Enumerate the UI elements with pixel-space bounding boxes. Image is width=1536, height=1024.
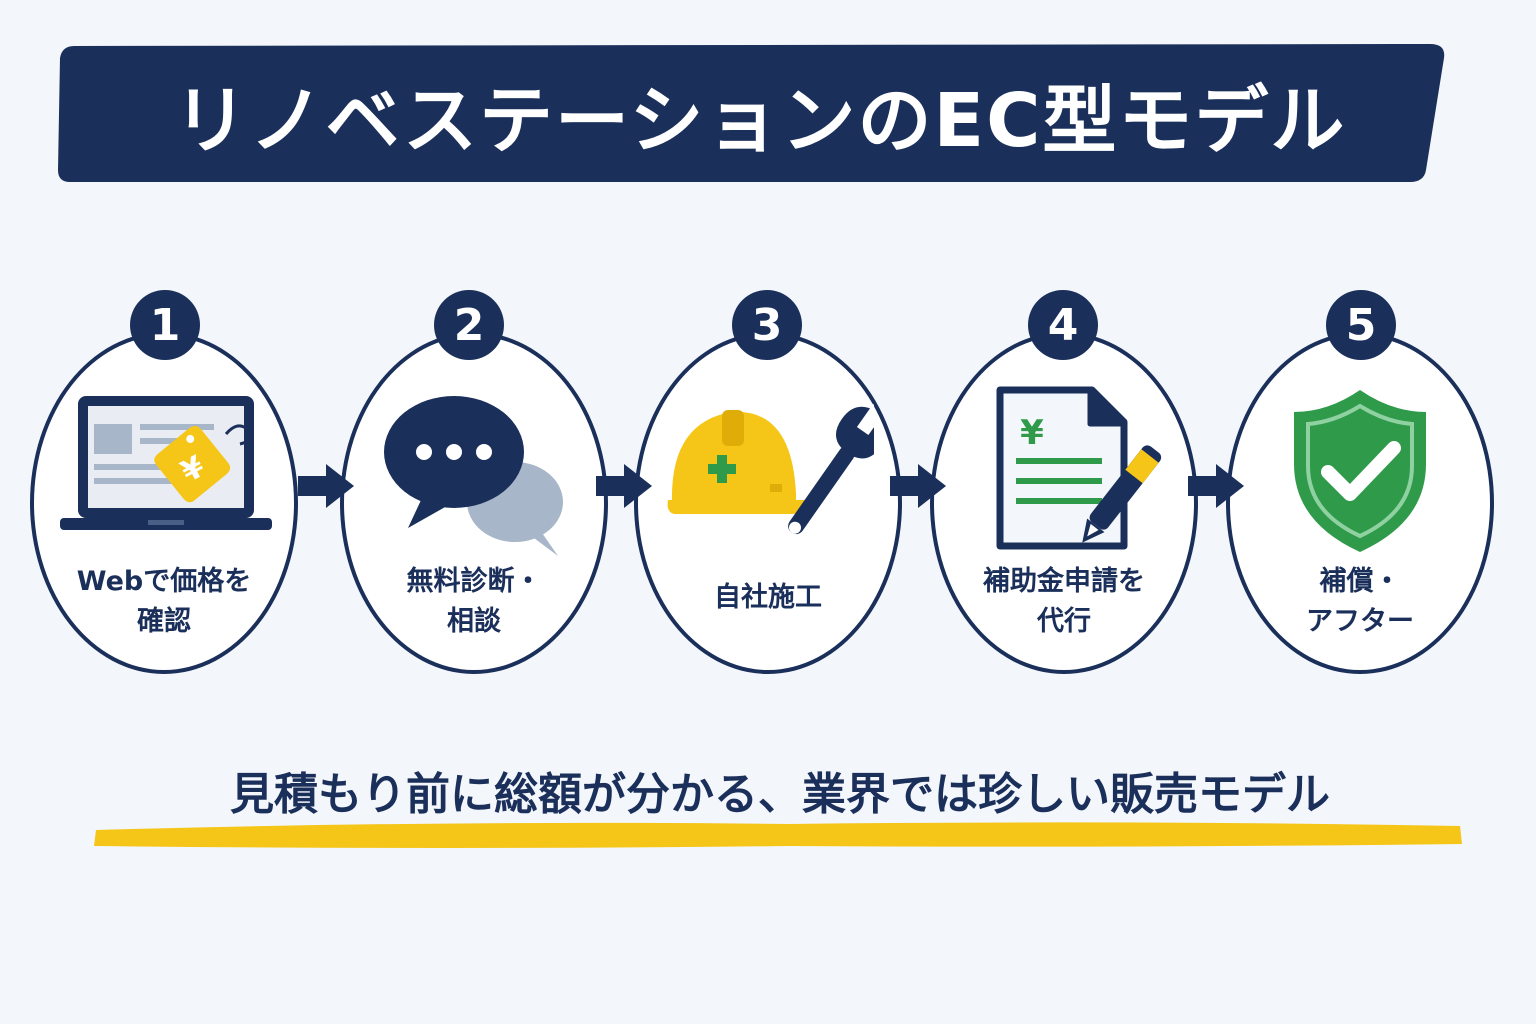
chat-bubbles-icon [384, 396, 563, 556]
process-steps: 1 ¥ Webで価格を 確認 2 [30, 290, 1496, 680]
arrow-right-icon [298, 464, 354, 508]
step-number: 3 [732, 290, 802, 360]
step-number: 4 [1028, 290, 1098, 360]
step-label: 補償・ アフター [1306, 566, 1414, 637]
step-oval [340, 332, 608, 674]
step-label: 自社施工 [714, 582, 822, 613]
step-1: 1 ¥ Webで価格を 確認 [30, 290, 300, 680]
tagline-underline [94, 822, 1462, 848]
step-4: 4 ¥ 補助金申請を 代行 [930, 290, 1200, 680]
shield-check-icon [1294, 390, 1426, 552]
arrow-right-icon [1188, 464, 1244, 508]
document-pen-icon: ¥ [996, 386, 1162, 550]
step-3: 3 自社施工 [634, 290, 904, 680]
hardhat-wrench-icon [667, 404, 874, 535]
step-2: 2 無料診断・ 相談 [340, 290, 610, 680]
arrow-right-icon [890, 464, 946, 508]
tagline: 見積もり前に総額が分かる、業界では珍しい販売モデル [230, 769, 1330, 820]
arrow-right-icon [596, 464, 652, 508]
step-label: Webで価格を 確認 [76, 566, 252, 637]
step-label: 補助金申請を 代行 [983, 566, 1145, 637]
step-number: 5 [1326, 290, 1396, 360]
title-banner [58, 44, 1445, 182]
step-number: 2 [434, 290, 504, 360]
laptop-price-tag-icon: ¥ [60, 396, 272, 530]
page-title: リノベステーションのEC型モデル [173, 77, 1347, 164]
svg-text:¥: ¥ [1020, 413, 1044, 453]
step-number: 1 [130, 290, 200, 360]
step-5: 5 補償・ アフター [1226, 290, 1496, 680]
step-label: 無料診断・ 相談 [406, 566, 542, 637]
